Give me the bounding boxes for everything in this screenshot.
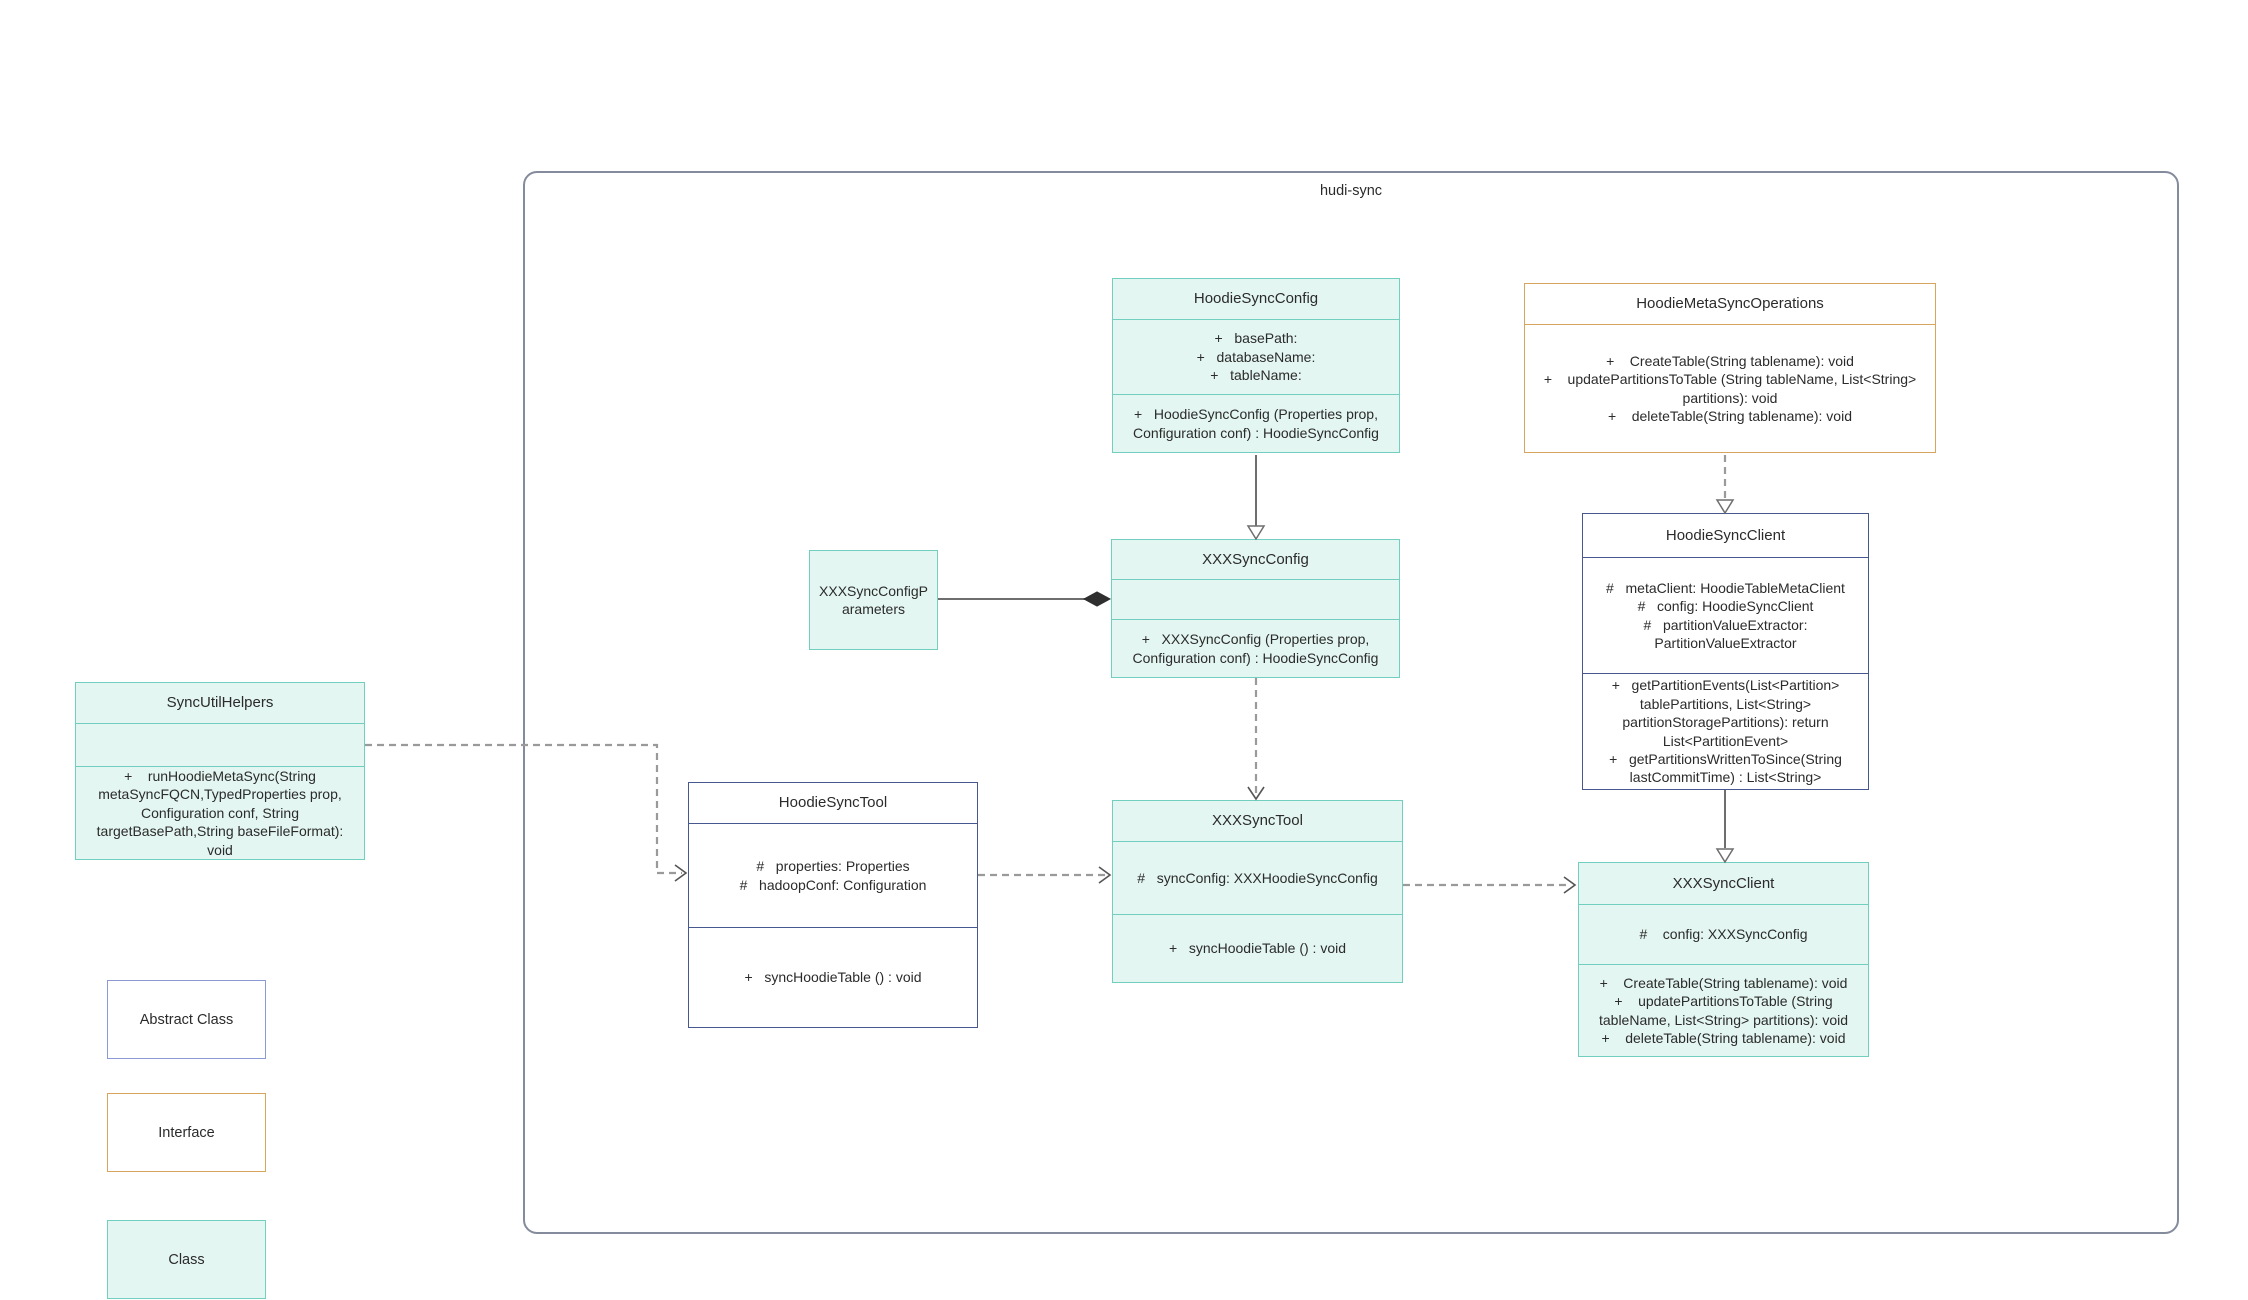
class-title: XXXSyncConfig xyxy=(1202,550,1309,568)
package-label: hudi-sync xyxy=(1319,183,1383,199)
package-hudi-sync[interactable]: hudi-sync xyxy=(523,171,2179,1234)
class-attributes: # syncConfig: XXXHoodieSyncConfig xyxy=(1113,841,1402,914)
class-title: HoodieSyncTool xyxy=(778,794,888,812)
class-title: SyncUtilHelpers xyxy=(166,694,274,712)
class-attributes: # metaClient: HoodieTableMetaClient # co… xyxy=(1583,557,1868,673)
class-attributes: # properties: Properties # hadoopConf: C… xyxy=(689,823,977,927)
class-methods: + XXXSyncConfig (Properties prop, Config… xyxy=(1112,619,1399,677)
class-box-xxx-sync-config-parameters[interactable]: XXXSyncConfigParameters xyxy=(809,550,938,650)
class-box-hoodie-sync-config[interactable]: HoodieSyncConfig + basePath: + databaseN… xyxy=(1112,278,1400,453)
class-methods: + HoodieSyncConfig (Properties prop, Con… xyxy=(1113,394,1399,452)
class-box-xxx-sync-client[interactable]: XXXSyncClient # config: XXXSyncConfig + … xyxy=(1578,862,1869,1057)
class-title: HoodieSyncConfig xyxy=(1193,290,1319,308)
class-title: HoodieSyncClient xyxy=(1665,526,1786,544)
class-attributes xyxy=(76,723,364,766)
class-title: XXXSyncConfigParameters xyxy=(819,582,928,617)
legend-interface[interactable]: Interface xyxy=(107,1093,266,1172)
class-title: XXXSyncClient xyxy=(1672,874,1775,892)
class-box-sync-util-helpers[interactable]: SyncUtilHelpers + runHoodieMetaSync(Stri… xyxy=(75,682,365,860)
class-title: XXXSyncTool xyxy=(1212,812,1303,830)
abstract-class-box-hoodie-sync-tool[interactable]: HoodieSyncTool # properties: Properties … xyxy=(688,782,978,1028)
interface-box-hoodie-meta-sync-operations[interactable]: HoodieMetaSyncOperations + CreateTable(S… xyxy=(1524,283,1936,453)
class-attributes: # config: XXXSyncConfig xyxy=(1579,904,1868,964)
class-box-xxx-sync-tool[interactable]: XXXSyncTool # syncConfig: XXXHoodieSyncC… xyxy=(1112,800,1403,983)
class-methods: + syncHoodieTable () : void xyxy=(689,927,977,1027)
legend-class[interactable]: Class xyxy=(107,1220,266,1299)
legend-label: Class xyxy=(168,1251,205,1268)
class-box-xxx-sync-config[interactable]: XXXSyncConfig + XXXSyncConfig (Propertie… xyxy=(1111,539,1400,678)
class-methods: + CreateTable(String tablename): void + … xyxy=(1579,964,1868,1056)
abstract-class-box-hoodie-sync-client[interactable]: HoodieSyncClient # metaClient: HoodieTab… xyxy=(1582,513,1869,790)
legend-abstract-class[interactable]: Abstract Class xyxy=(107,980,266,1059)
class-attributes: + basePath: + databaseName: + tableName: xyxy=(1113,319,1399,394)
class-attributes xyxy=(1112,579,1399,619)
legend-label: Interface xyxy=(158,1124,215,1141)
class-methods: + syncHoodieTable () : void xyxy=(1113,914,1402,982)
class-methods: + getPartitionEvents(List<Partition> tab… xyxy=(1583,673,1868,789)
class-title: HoodieMetaSyncOperations xyxy=(1636,295,1824,313)
class-methods: + CreateTable(String tablename): void + … xyxy=(1525,324,1935,452)
class-methods: + runHoodieMetaSync(String metaSyncFQCN,… xyxy=(76,766,364,859)
legend-label: Abstract Class xyxy=(139,1011,234,1028)
